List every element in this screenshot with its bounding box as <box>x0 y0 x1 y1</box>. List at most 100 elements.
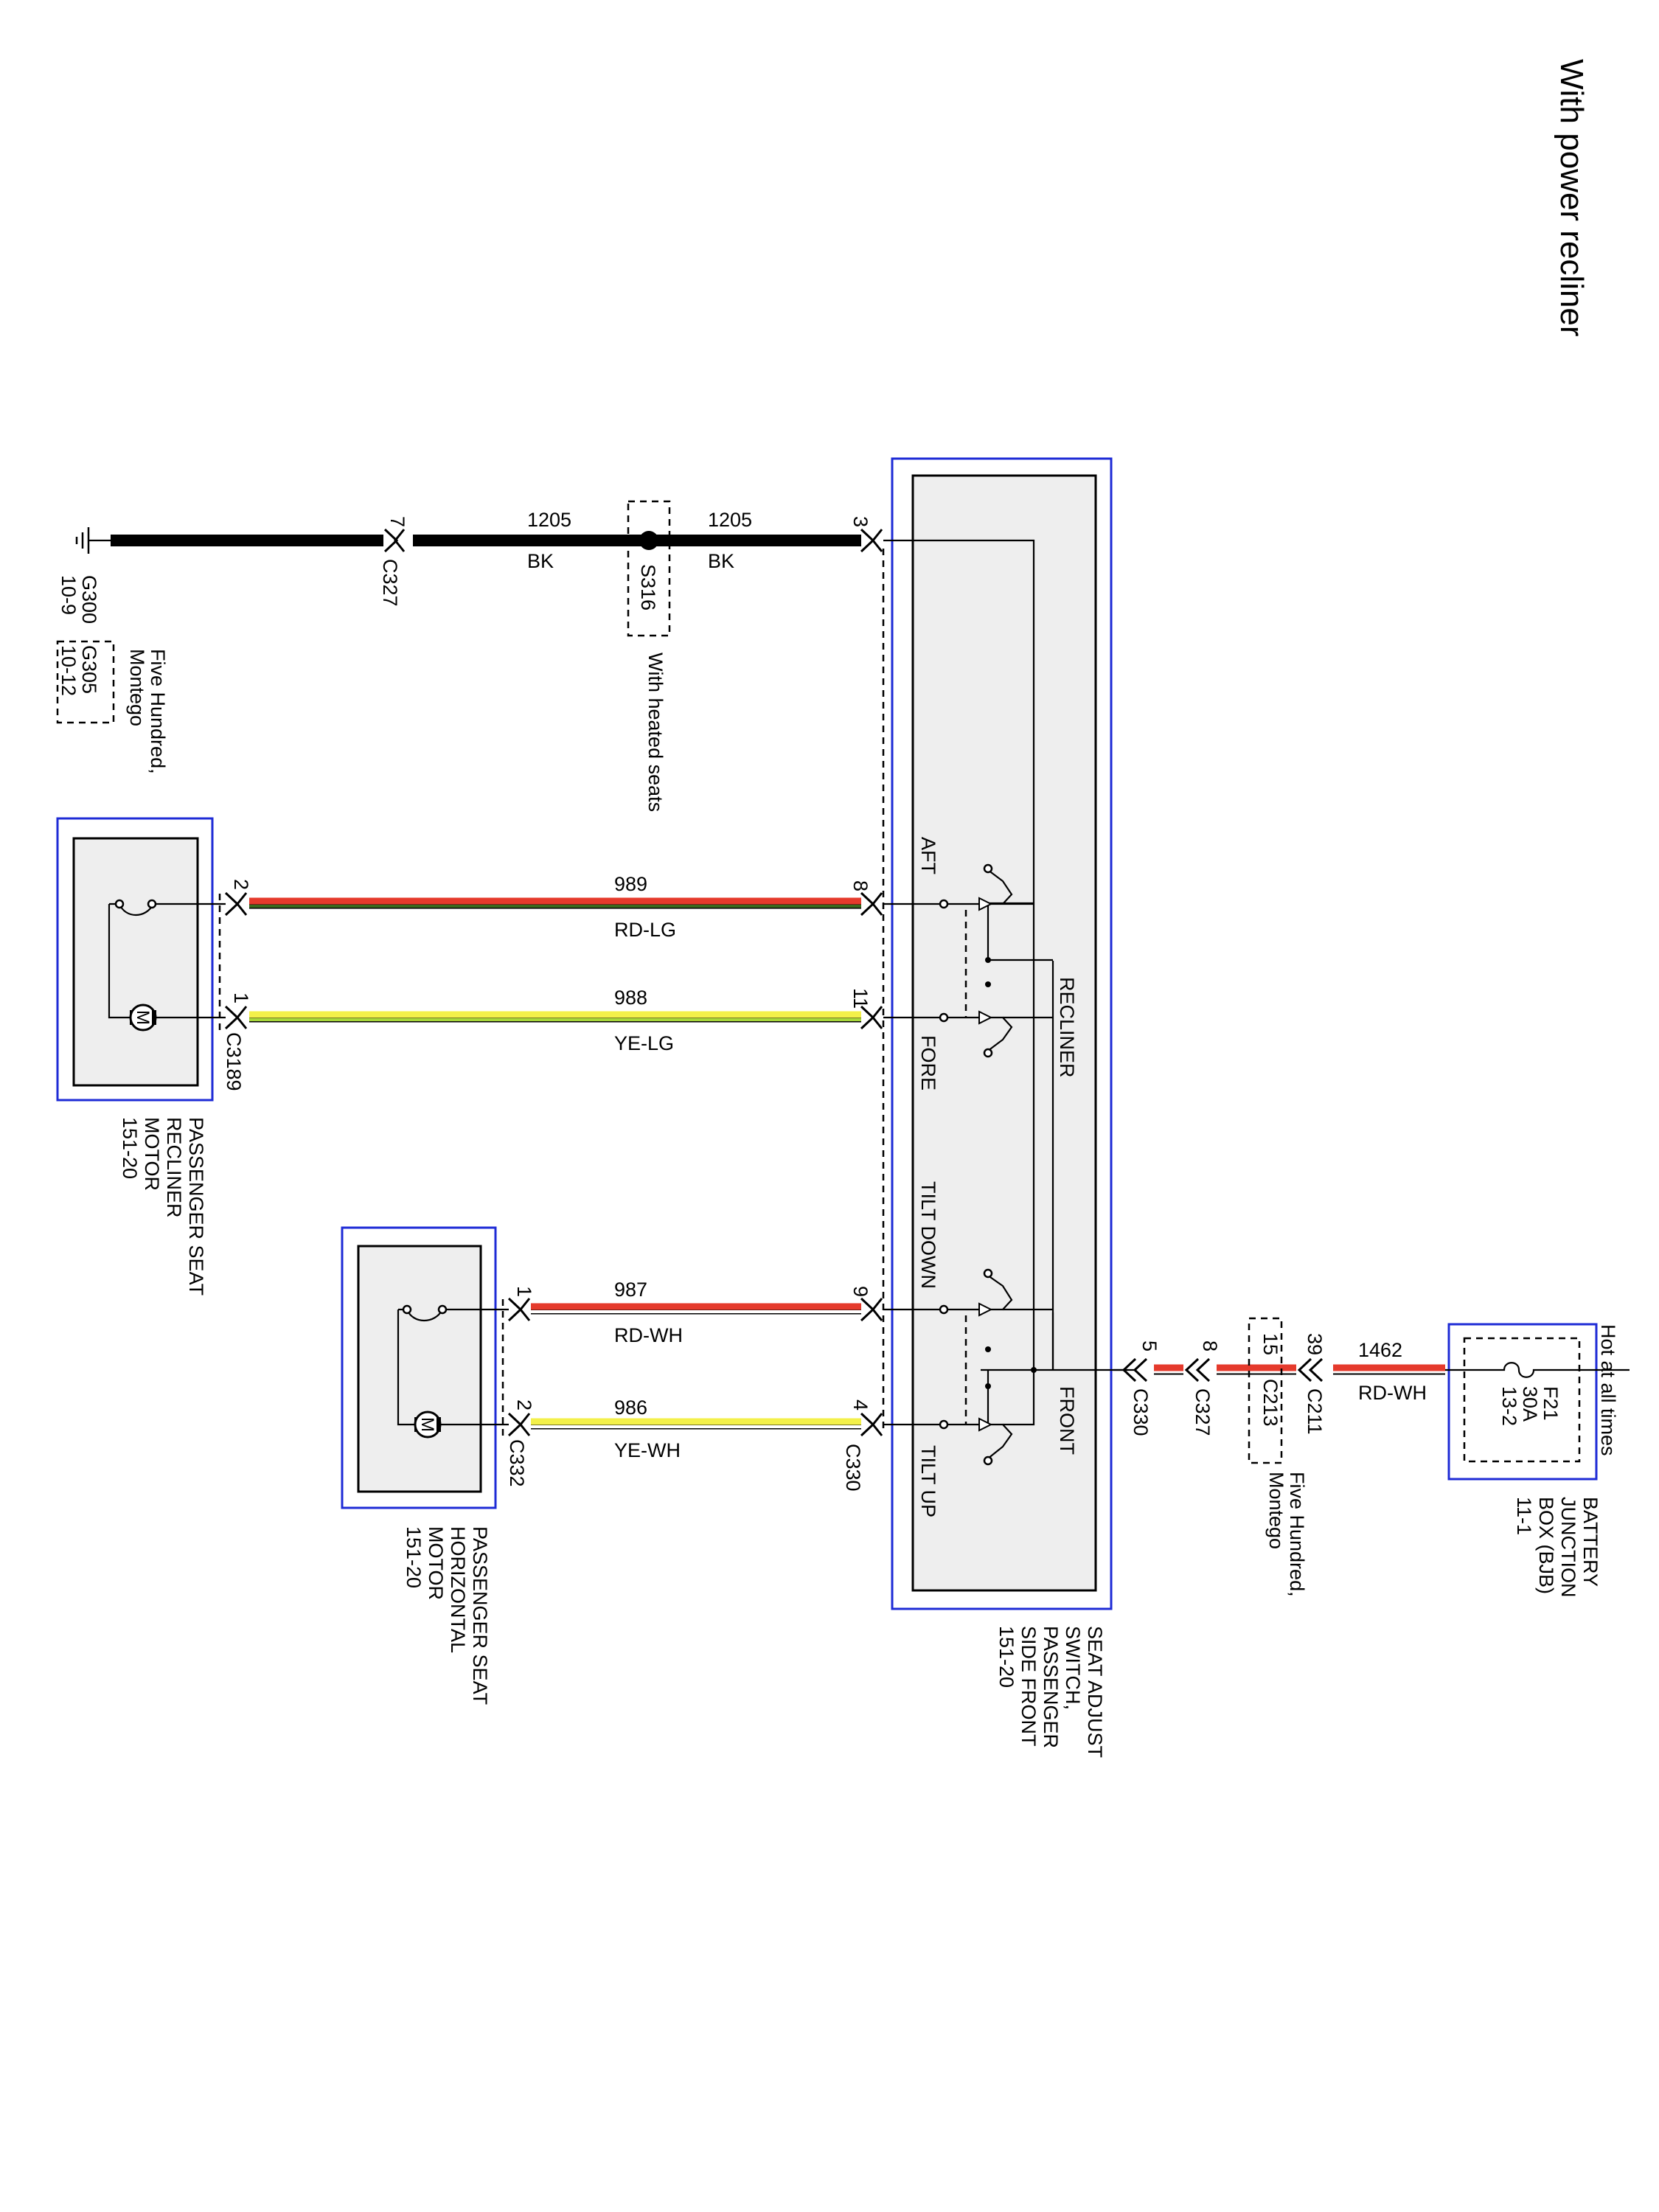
switch-name-line-3: PASSENGER <box>1040 1626 1062 1748</box>
inline-note-2: Montego <box>1265 1472 1287 1549</box>
bjb-name-2: JUNCTION <box>1557 1497 1579 1598</box>
connector-switch-pin-11 <box>860 1005 883 1030</box>
splice-note: With heated seats <box>644 653 667 812</box>
c330-power-pin: 5 <box>1138 1340 1161 1352</box>
switch-label-front: FRONT <box>1056 1386 1078 1455</box>
switch-ground-pin: 3 <box>849 516 872 527</box>
connector-c330-pin-5 <box>1121 1357 1148 1382</box>
switch-name-line-5: 151-20 <box>995 1626 1018 1688</box>
c327-ground-id: C327 <box>379 559 401 607</box>
connector-switch-pin-3 <box>860 528 883 553</box>
switch-name-line-4: SIDE FRONT <box>1018 1626 1040 1747</box>
wire-986-motor-pin: 2 <box>513 1399 535 1411</box>
wire-987-switch-pin: 9 <box>849 1286 872 1297</box>
wire-1462-color: RD-WH <box>1358 1382 1427 1404</box>
seat-adjust-switch: AFT FORE TILT DOWN TILT UP RECLINER FRON… <box>882 457 1128 1610</box>
switch-label-tilt-down: TILT DOWN <box>917 1181 939 1289</box>
ground-g300-id: G300 <box>78 575 100 624</box>
ground-g305-outline <box>56 640 115 724</box>
splice-id: S316 <box>637 564 659 611</box>
wire-988-switch-pin: 11 <box>849 988 872 1009</box>
wire-987-color: RD-WH <box>614 1324 683 1346</box>
c211-pin: 39 <box>1304 1333 1326 1355</box>
recliner-motor-frame <box>56 817 214 1102</box>
wire-986-switch-pin: 4 <box>849 1399 872 1411</box>
ground-icon <box>75 527 111 554</box>
bjb-power-note: Hot at all times <box>1597 1324 1619 1456</box>
switch-frame <box>891 457 1113 1610</box>
bjb-body <box>1463 1337 1581 1463</box>
switch-front-bus <box>981 903 1128 1371</box>
c213-outline <box>1248 1317 1283 1464</box>
switch-label-recliner: RECLINER <box>1056 977 1078 1078</box>
recliner-circuit: 989 RD-LG 988 YE-LG 8 11 2 1 C3189 M <box>56 817 883 1102</box>
wire-1205-a-circuit: 1205 <box>527 509 571 531</box>
connector-c3189-pin-1 <box>224 1005 248 1030</box>
connector-c332-pin-1 <box>507 1297 531 1322</box>
horizontal-motor-frame <box>341 1226 497 1509</box>
splice-s316-outline <box>627 500 671 637</box>
switch-label-tilt-up: TILT UP <box>917 1445 939 1517</box>
wire-989-circuit: 989 <box>614 873 647 895</box>
switch-connector-id: C330 <box>842 1444 864 1492</box>
inline-note-1: Five Hundred, <box>1286 1472 1308 1597</box>
switch-name-line-2: SWITCH, <box>1062 1626 1084 1710</box>
recliner-motor-name-2: RECLINER <box>163 1117 185 1218</box>
connector-switch-pin-8 <box>860 891 883 917</box>
horizontal-motor-body <box>357 1245 482 1493</box>
wire-987-circuit: 987 <box>614 1279 647 1301</box>
horizontal-motor-name-4: 151-20 <box>403 1526 425 1588</box>
ground-circuit: 7 C327 3 S316 With heated seats 1205 BK … <box>56 500 883 812</box>
ground-g305-ref: 10-12 <box>58 645 80 696</box>
c327-ground-pin: 7 <box>386 516 408 527</box>
c330-power-id: C330 <box>1130 1388 1152 1436</box>
wire-986-color: YE-WH <box>614 1439 681 1461</box>
wire-988-circuit: 988 <box>614 987 647 1009</box>
switch-body <box>911 474 1097 1592</box>
wire-989-color: RD-LG <box>614 919 676 941</box>
connector-switch-pin-9 <box>860 1297 883 1322</box>
connector-c211-pin-39 <box>1297 1357 1324 1382</box>
bjb-frame <box>1447 1323 1598 1481</box>
diagram-title: With power recliner <box>1554 59 1590 337</box>
wire-989-switch-pin: 8 <box>849 880 872 891</box>
recliner-motor-name-1: PASSENGER SEAT <box>185 1117 207 1295</box>
bjb-fuse-ref: 13-2 <box>1498 1386 1520 1426</box>
bjb-name-4: 11-1 <box>1513 1497 1535 1535</box>
recliner-motor-name-3: MOTOR <box>141 1117 163 1191</box>
wire-988-color: YE-LG <box>614 1032 674 1054</box>
horizontal-motor-name-3: MOTOR <box>425 1526 447 1600</box>
recliner-motor-name-4: 151-20 <box>119 1117 141 1179</box>
bjb-fuse-id: F21 <box>1540 1386 1562 1421</box>
recliner-motor-symbol: M <box>133 1010 153 1025</box>
motor-icon: M <box>129 1004 157 1032</box>
bjb-name-1: BATTERY <box>1579 1497 1601 1587</box>
connector-c3189-pin-2 <box>224 891 248 917</box>
bjb-fuse-rating: 30A <box>1519 1386 1541 1422</box>
wire-1462-circuit: 1462 <box>1358 1339 1402 1361</box>
c213-pin: 15 <box>1259 1333 1281 1355</box>
connector-switch-pin-4 <box>860 1412 883 1437</box>
switch-label-fore: FORE <box>917 1035 939 1091</box>
wire-1205-b-circuit: 1205 <box>708 509 752 531</box>
fuse-icon <box>1445 1362 1630 1378</box>
bjb-name-3: BOX (BJB) <box>1535 1497 1557 1594</box>
ground-g300-ref: 10-9 <box>58 575 80 615</box>
splice-s316-dot <box>639 531 658 550</box>
wire-987-motor-pin: 1 <box>513 1286 535 1297</box>
ground-g305-id: G305 <box>78 645 100 694</box>
power-circuit: 5 C330 8 C327 15 C213 Five Hundred, Mont… <box>1113 1317 1630 1597</box>
c211-id: C211 <box>1304 1388 1326 1435</box>
connector-c327-pin-8 <box>1184 1357 1211 1382</box>
horizontal-circuit: 987 RD-WH 986 YE-WH 9 4 C330 1 2 C332 M <box>341 1226 883 1509</box>
wire-989-motor-pin: 2 <box>230 879 252 890</box>
horizontal-motor-name-2: HORIZONTAL <box>447 1526 469 1653</box>
motor-icon: M <box>414 1411 442 1439</box>
wire-1205-b-color: BK <box>708 550 734 572</box>
switch-contacts-recliner <box>883 863 1053 1058</box>
ground-g305-note-2: Montego <box>126 649 148 726</box>
recliner-motor-connector: C3189 <box>223 1032 245 1091</box>
switch-name-line-1: SEAT ADJUST <box>1084 1626 1106 1758</box>
switch-tilt-bus <box>987 1312 1054 1423</box>
